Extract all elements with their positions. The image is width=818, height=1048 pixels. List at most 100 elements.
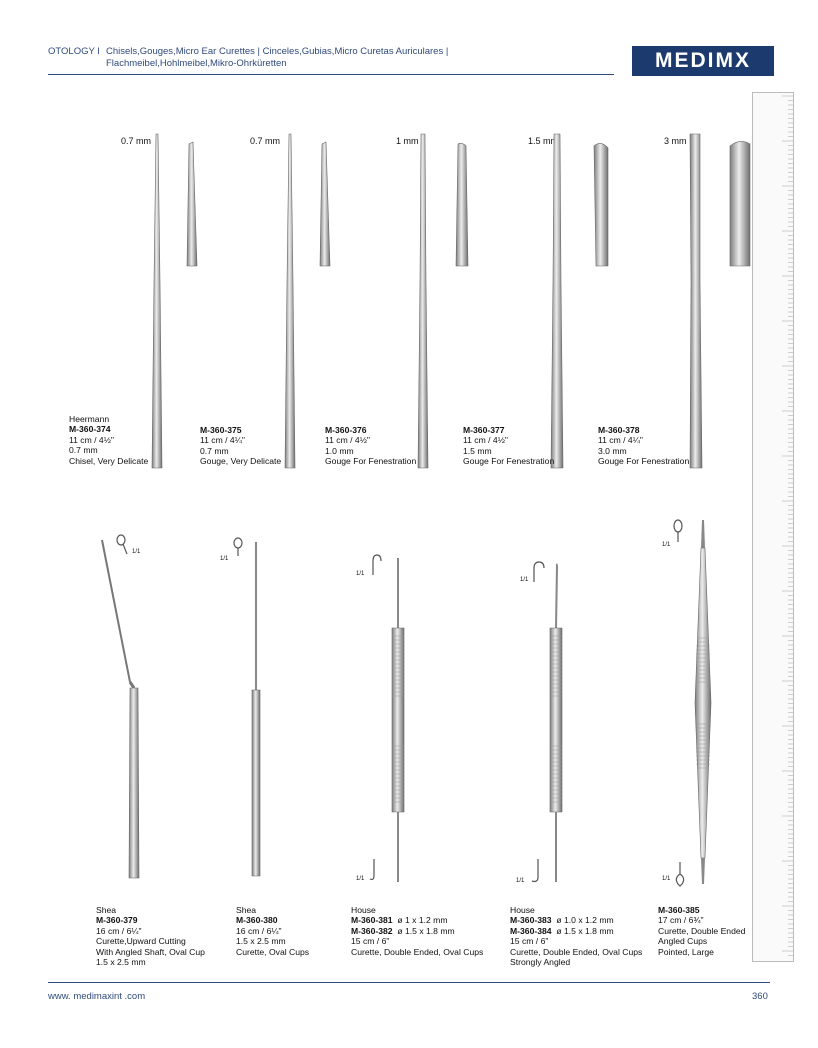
cup-detail-385-bottom <box>675 862 685 887</box>
tip-detail-377 <box>593 143 609 267</box>
cup-detail-383-bottom <box>531 859 539 883</box>
product-length: 15 cm / 6" <box>510 936 549 947</box>
gouge-instrument-378 <box>689 133 703 469</box>
size-label-377: 1.5 mm <box>528 136 559 146</box>
product-description-3: Pointed, Large <box>658 946 714 957</box>
product-description: Curette,Upward Cutting <box>96 936 186 947</box>
product-spec: ø 1.5 x 1.8 mm <box>397 925 455 936</box>
product-code: M-360-385 <box>658 905 700 915</box>
size-label-375: 0.7 mm <box>250 136 281 146</box>
product-length: 11 cm / 4¼" <box>200 435 245 446</box>
website-link[interactable]: www. medimaxint .com <box>48 991 146 1002</box>
product-code: M-360-375 <box>200 425 242 435</box>
curette-instrument-380 <box>251 542 261 877</box>
scale-label-380: 1/1 <box>220 556 229 562</box>
product-code: M-360-378 <box>598 425 640 435</box>
product-length: 11 cm / 4½" <box>463 435 508 446</box>
product-spec: 1.5 x 2.5 mm <box>96 957 146 968</box>
product-spec: 3.0 mm <box>598 445 627 456</box>
product-description: Curette, Oval Cups <box>236 946 310 957</box>
product-length: 11 cm / 4¼" <box>598 435 643 446</box>
curette-instrument-379 <box>101 539 140 879</box>
caption-383: House M-360-383 ø 1.0 x 1.2 mm M-360-384… <box>510 905 642 967</box>
product-spec: 0.7 mm <box>69 445 98 456</box>
scale-label-381-bottom: 1/1 <box>356 876 365 882</box>
caption-376: M-360-376 11 cm / 4½" 1.0 mm Gouge For F… <box>325 425 416 467</box>
gouge-instrument-375 <box>284 133 296 469</box>
tip-detail-374 <box>186 141 198 267</box>
curette-instrument-385 <box>694 520 712 884</box>
product-code: M-360-377 <box>463 425 505 435</box>
product-spec: ø 1.5 x 1.8 mm <box>556 925 614 936</box>
caption-374: Heermann M-360-374 11 cm / 4½" 0.7 mm Ch… <box>69 414 148 466</box>
size-label-378: 3 mm <box>664 136 687 146</box>
product-code: M-360-383 <box>510 915 552 926</box>
product-description: Gouge, Very Delicate <box>200 456 282 467</box>
scale-label-385-top: 1/1 <box>662 542 671 548</box>
product-description: Curette, Double Ended, Oval Cups <box>510 946 643 957</box>
cup-detail-383-top <box>533 561 545 582</box>
curette-instrument-381 <box>391 558 405 882</box>
product-description: Curette, Double Ended, Oval Cups <box>351 946 484 957</box>
tip-detail-375 <box>319 141 331 267</box>
cup-detail-381-bottom <box>369 859 375 881</box>
product-code: M-360-374 <box>69 424 111 435</box>
product-spec: 1.0 mm <box>325 445 354 456</box>
caption-378: M-360-378 11 cm / 4¼" 3.0 mm Gouge For F… <box>598 425 689 467</box>
product-code: M-360-382 <box>351 925 393 936</box>
product-length: 16 cm / 6¼" <box>96 925 142 936</box>
product-description-2: Strongly Angled <box>510 957 571 968</box>
header-title-line1: Chisels,Gouges,Micro Ear Curettes | Cinc… <box>106 46 449 57</box>
scale-label-383-top: 1/1 <box>520 577 529 583</box>
product-description: Gouge For Fenestration <box>325 456 417 467</box>
product-name: Heermann <box>69 414 110 424</box>
caption-375: M-360-375 11 cm / 4¼" 0.7 mm Gouge, Very… <box>200 425 281 467</box>
product-description: Gouge For Fenestration <box>463 456 555 467</box>
product-spec: ø 1.0 x 1.2 mm <box>556 915 614 926</box>
size-label-376: 1 mm <box>396 136 419 146</box>
product-description-2: With Angled Shaft, Oval Cup <box>96 946 205 957</box>
gouge-instrument-376 <box>417 133 429 469</box>
product-length: 11 cm / 4½" <box>325 435 370 446</box>
caption-377: M-360-377 11 cm / 4½" 1.5 mm Gouge For F… <box>463 425 554 467</box>
product-description: Gouge For Fenestration <box>598 456 690 467</box>
product-code: M-360-376 <box>325 425 367 435</box>
chisel-instrument-374 <box>151 133 163 469</box>
section-label: OTOLOGY I <box>48 46 100 57</box>
brand-logo: MEDIMX <box>632 46 774 76</box>
tip-detail-376 <box>455 143 469 267</box>
scale-label-379: 1/1 <box>132 549 141 555</box>
scale-label-381-top: 1/1 <box>356 571 365 577</box>
gouge-instrument-377 <box>550 133 564 469</box>
scale-label-385-bottom: 1/1 <box>662 876 671 882</box>
caption-380: Shea M-360-380 16 cm / 6¼" 1.5 x 2.5 mm … <box>236 905 309 957</box>
product-spec: 1.5 mm <box>463 445 492 456</box>
product-description: Chisel, Very Delicate <box>69 455 149 466</box>
product-code: M-360-381 <box>351 915 393 926</box>
product-name: House <box>351 905 376 915</box>
scale-label-383-bottom: 1/1 <box>516 878 525 884</box>
header-title-line2: Flachmeibel,Hohlmeibel,Mikro-Ohrküretten <box>106 58 287 69</box>
product-code: M-360-384 <box>510 925 552 936</box>
product-code: M-360-380 <box>236 915 278 926</box>
product-code: M-360-379 <box>96 915 138 926</box>
product-spec: 1.5 x 2.5 mm <box>236 936 286 947</box>
product-name: Shea <box>236 905 257 915</box>
footer-rule <box>48 982 770 983</box>
caption-385: M-360-385 17 cm / 6¾" Curette, Double En… <box>658 905 745 957</box>
product-name: Shea <box>96 905 117 915</box>
page-number: 360 <box>752 991 768 1002</box>
product-length: 11 cm / 4½" <box>69 434 114 445</box>
curette-instrument-383 <box>549 563 563 882</box>
cup-detail-381-top <box>372 554 382 575</box>
product-description: Curette, Double Ended <box>658 925 746 936</box>
header-rule <box>48 74 614 75</box>
product-spec: 0.7 mm <box>200 445 229 456</box>
size-label-374: 0.7 mm <box>121 136 152 146</box>
product-description-2: Angled Cups <box>658 936 708 947</box>
product-name: House <box>510 905 535 915</box>
product-length: 15 cm / 6" <box>351 936 390 947</box>
product-spec: ø 1 x 1.2 mm <box>397 915 448 926</box>
product-length: 16 cm / 6¼" <box>236 925 282 936</box>
caption-379: Shea M-360-379 16 cm / 6¼" Curette,Upwar… <box>96 905 205 967</box>
